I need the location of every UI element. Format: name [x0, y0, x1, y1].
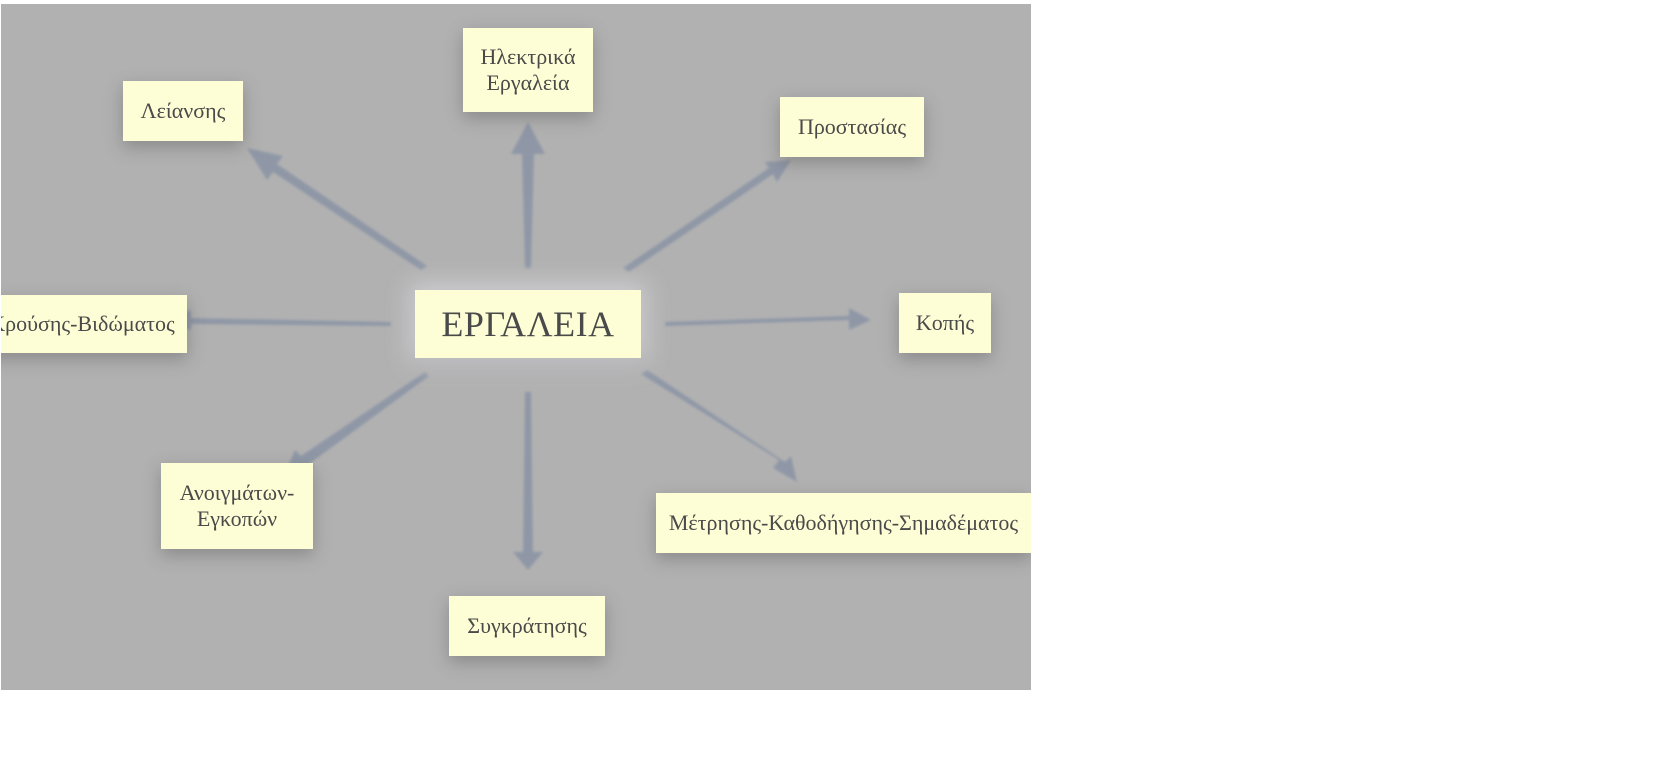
connector-layer — [161, 122, 871, 570]
arrow-to-hammering — [161, 310, 391, 330]
node-openings-cuts[interactable]: Ανοιγμάτων- Εγκοπών — [161, 463, 313, 549]
node-electric-tools[interactable]: Ηλεκτρικά Εργαλεία — [463, 28, 593, 112]
arrow-to-cutting — [665, 308, 871, 330]
mindmap-canvas: ΕΡΓΑΛΕΙΑ Ηλεκτρικά Εργαλεία Λείανσης Προ… — [1, 4, 1031, 690]
arrow-to-openings — [285, 372, 429, 474]
node-measuring-guiding-marking[interactable]: Μέτρησης-Καθοδήγησης-Σημαδέματος — [656, 493, 1031, 553]
arrow-to-protection — [623, 160, 791, 272]
node-protection[interactable]: Προστασίας — [780, 97, 924, 157]
node-cutting[interactable]: Κοπής — [899, 293, 991, 353]
arrow-to-smoothing — [247, 148, 427, 270]
node-smoothing[interactable]: Λείανσης — [123, 81, 243, 141]
arrow-to-electric-tools — [511, 122, 545, 268]
node-clamping[interactable]: Συγκράτησης — [449, 596, 605, 656]
center-node[interactable]: ΕΡΓΑΛΕΙΑ — [415, 290, 641, 358]
arrow-to-clamping — [513, 392, 543, 570]
node-hammering-screwing[interactable]: Κρούσης-Βιδώματος — [1, 295, 187, 353]
arrow-to-measuring — [641, 370, 797, 482]
